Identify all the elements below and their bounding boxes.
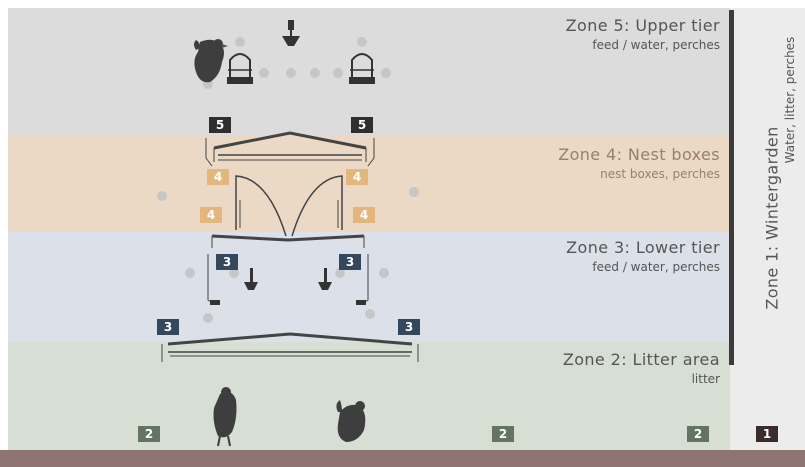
- wintergarden-divider: [729, 10, 734, 365]
- zone2-badge-2: 2: [492, 426, 514, 442]
- zone3-badge-upper-left: 3: [216, 254, 238, 270]
- hen-icon: [194, 39, 228, 83]
- zone3-badge-upper-right: 3: [339, 254, 361, 270]
- zone4-badge-lower-right: 4: [353, 207, 375, 223]
- zone4-badge-upper-left: 4: [207, 169, 229, 185]
- hen-icon: [213, 387, 237, 447]
- zone1-title: Zone 1: Wintergarden: [762, 126, 782, 310]
- feeder-icon: [210, 300, 366, 305]
- zone1-badge: 1: [756, 426, 778, 442]
- zone4-title: Zone 4: Nest boxes: [558, 145, 720, 164]
- zone1-subtitle: Water, litter, perches: [783, 36, 797, 164]
- zone3-title: Zone 3: Lower tier: [566, 238, 720, 257]
- hen-icon: [336, 400, 366, 442]
- wintergarden-band: [730, 8, 805, 450]
- zone5-badge-right: 5: [351, 117, 373, 133]
- zone3-subtitle: feed / water, perches: [592, 260, 720, 274]
- zone3-badge-lower-left: 3: [157, 319, 179, 335]
- zone2-badge-3: 2: [687, 426, 709, 442]
- upper-tier-structure: [205, 131, 375, 167]
- zone5-band: [8, 8, 730, 136]
- zone2-band: [8, 342, 730, 450]
- nest-box-icon: [235, 175, 343, 237]
- zone4-subtitle: nest boxes, perches: [600, 167, 720, 181]
- zone5-title: Zone 5: Upper tier: [565, 16, 720, 35]
- feeder-icon: [227, 53, 375, 84]
- zone5-subtitle: feed / water, perches: [592, 38, 720, 52]
- perch-icon: [185, 268, 389, 323]
- zone5-badge-left: 5: [209, 117, 231, 133]
- zone3-badge-lower-right: 3: [398, 319, 420, 335]
- litter-platform: [161, 332, 419, 362]
- drinker-icon: [244, 268, 332, 290]
- zone4-badge-upper-right: 4: [346, 169, 368, 185]
- zone2-title: Zone 2: Litter area: [562, 350, 720, 369]
- perch-icon: [157, 187, 419, 201]
- zone2-subtitle: litter: [691, 372, 720, 386]
- floor-strip: [0, 450, 805, 467]
- zone2-badge-1: 2: [138, 426, 160, 442]
- zone3-band: [8, 232, 730, 342]
- zone4-badge-lower-left: 4: [200, 207, 222, 223]
- drinker-icon: [282, 20, 300, 46]
